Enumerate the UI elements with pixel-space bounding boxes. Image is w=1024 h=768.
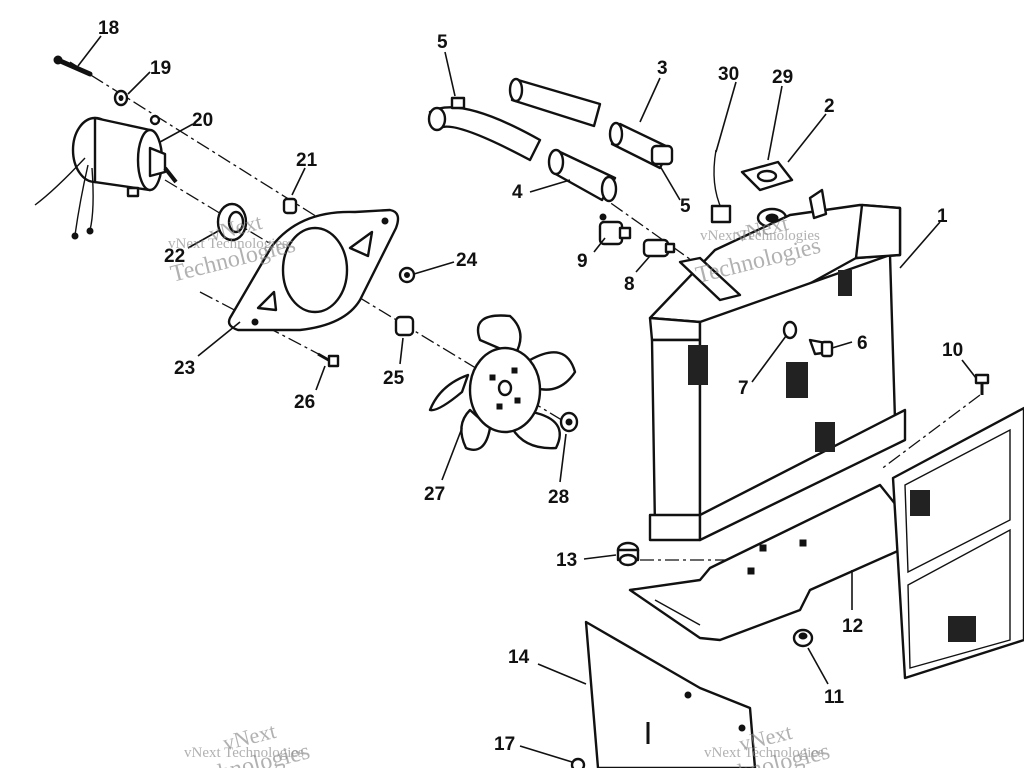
part-20-fan-motor (34, 114, 178, 240)
callout-7: 7 (738, 378, 749, 399)
part-shroud-panel (891, 406, 1024, 680)
callout-20: 20 (192, 110, 213, 131)
part-10-screw (974, 373, 990, 395)
part-17-screw (570, 757, 586, 768)
part-14-cover-plate (584, 620, 757, 768)
callout-labels: 18 19 20 21 22 23 24 25 26 27 28 5 3 30 … (98, 18, 963, 755)
callout-2: 2 (824, 96, 835, 117)
callout-29: 29 (772, 67, 793, 88)
part-13-knob (616, 541, 640, 567)
callout-25: 25 (383, 368, 405, 389)
part-30-sensor-wire (710, 149, 732, 224)
part-21-spacer (282, 197, 298, 215)
callout-1: 1 (937, 206, 948, 227)
part-1-radiator (648, 188, 907, 542)
part-3-hose (608, 121, 674, 170)
part-25-spacer (394, 315, 415, 337)
watermark-2-small: vNext Technologies (700, 228, 820, 244)
callout-21: 21 (296, 150, 318, 171)
part-8-fitting (642, 238, 676, 258)
callout-13: 13 (556, 550, 577, 571)
callout-17: 17 (494, 734, 515, 755)
callout-14: 14 (508, 647, 530, 668)
callout-5-lower: 5 (680, 196, 691, 217)
callout-10: 10 (942, 340, 963, 361)
callout-27: 27 (424, 484, 445, 505)
callout-6: 6 (857, 333, 868, 354)
part-6-bolt (808, 338, 834, 358)
watermark-1-small: vNext Technologies (168, 236, 288, 252)
callout-8: 8 (624, 274, 635, 295)
part-4-hose (547, 148, 618, 203)
part-5-upper-hose-clamp (427, 96, 542, 162)
part-11-nut (792, 628, 814, 648)
part-19-washer (113, 89, 129, 107)
callout-26: 26 (294, 392, 315, 413)
callout-19: 19 (150, 58, 171, 79)
callout-22: 22 (164, 246, 185, 267)
part-22-grommet (216, 202, 248, 242)
part-28-nut (559, 411, 579, 433)
callout-24: 24 (456, 250, 478, 271)
callout-23: 23 (174, 358, 195, 379)
callout-30: 30 (718, 64, 739, 85)
part-24-nut (398, 266, 416, 284)
watermark-4-small: vNext Technologies (704, 745, 824, 761)
part-18-screw (53, 55, 93, 77)
watermark-3-small: vNext Technologies (184, 745, 304, 761)
part-27-fan-blade (428, 314, 577, 451)
callout-28: 28 (548, 487, 569, 508)
callout-11: 11 (824, 687, 845, 708)
callout-leaders (77, 35, 977, 763)
callout-12: 12 (842, 616, 863, 637)
part-7-washer (782, 320, 798, 340)
callout-9: 9 (577, 251, 588, 272)
callout-18: 18 (98, 18, 119, 39)
part-26-screw (317, 352, 340, 368)
callout-4: 4 (512, 182, 523, 203)
callout-5-upper: 5 (437, 32, 448, 53)
part-29-gasket (740, 160, 794, 192)
callout-3: 3 (657, 58, 668, 79)
part-23-motor-bracket (227, 208, 400, 332)
part-hose-straight (508, 77, 602, 128)
